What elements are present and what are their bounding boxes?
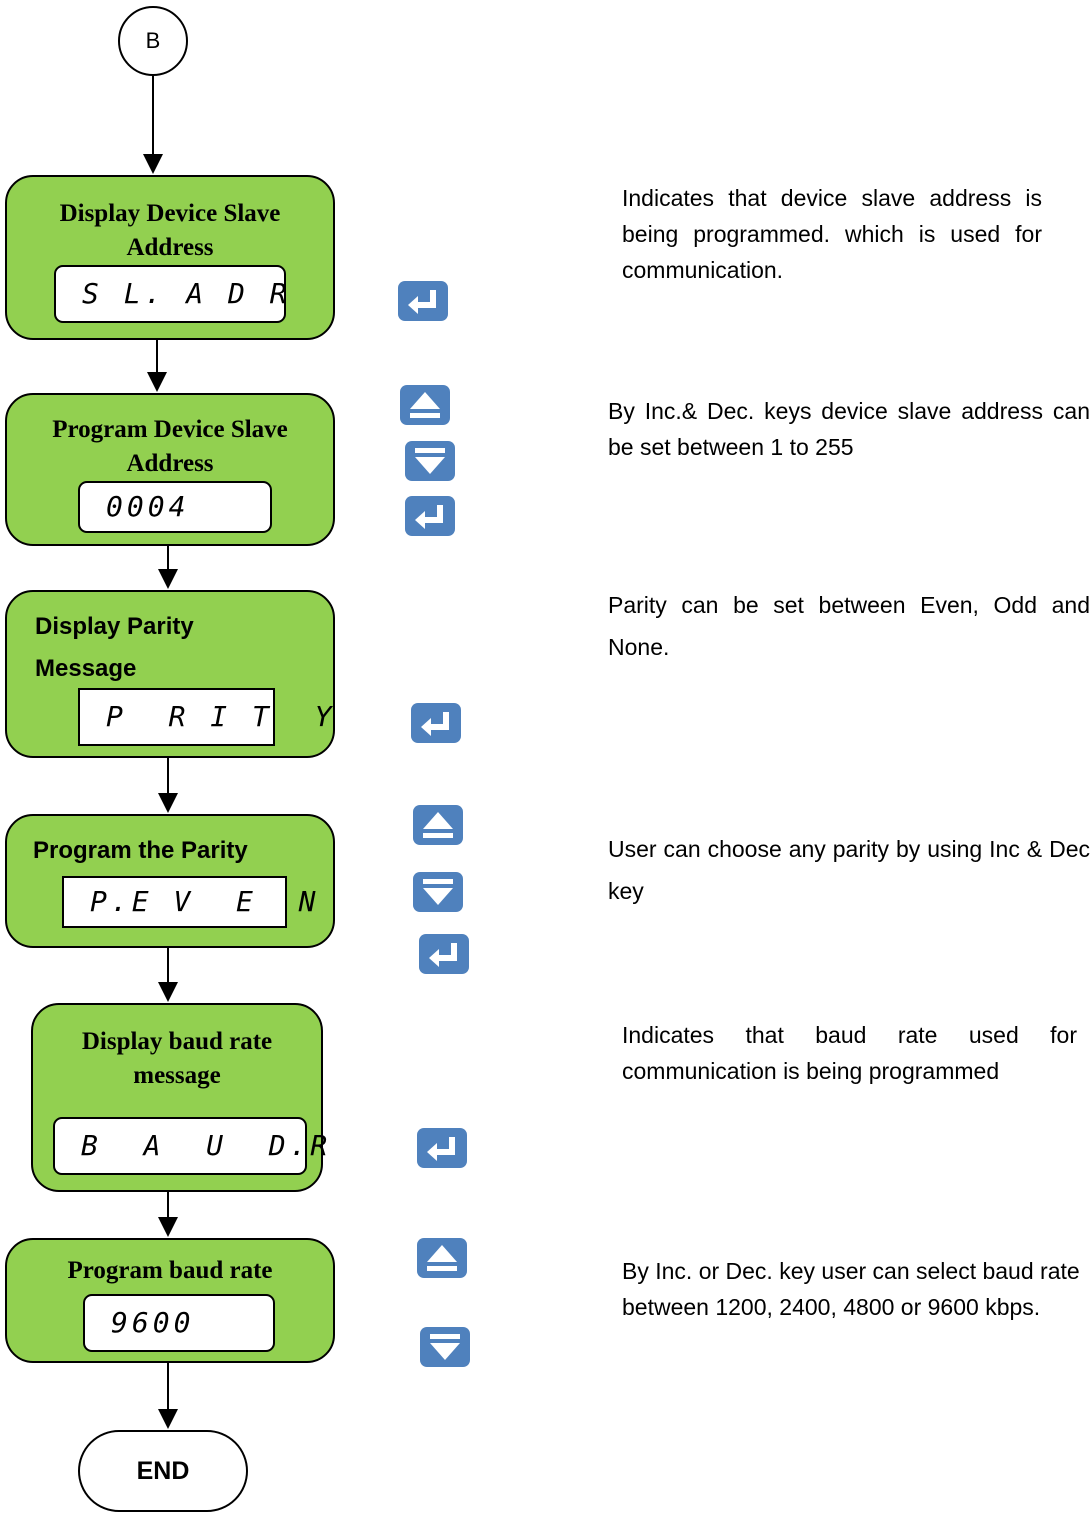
description-step-5: Indicates that baud rate used for commun… xyxy=(622,1022,1077,1084)
step-display-baud-rate-message: Display baud rate message B A U D.R xyxy=(31,1003,327,1192)
step-title: Display baud rate message xyxy=(81,1028,273,1089)
display-readout: B A U D.R xyxy=(53,1117,327,1175)
description-step-3: Parity can be set between Even, Odd and … xyxy=(608,592,1090,660)
end-terminal: END xyxy=(78,1430,248,1512)
step-program-baud-rate: Program baud rate 9600 xyxy=(5,1238,335,1363)
step-program-parity: Program the Parity P.E V E N xyxy=(5,814,335,948)
description-step-6: By Inc. or Dec. key user can select baud… xyxy=(622,1258,1080,1320)
display-readout: 9600 xyxy=(83,1294,275,1352)
step-program-slave-address: Program Device Slave Address 0004 xyxy=(5,393,335,546)
enter-icon xyxy=(405,496,455,536)
step-display-parity-message: Display Parity Message P R I T Y xyxy=(5,590,335,758)
enter-icon xyxy=(419,934,469,974)
step-title: Program baud rate xyxy=(67,1257,273,1284)
connector-b: B xyxy=(118,6,188,76)
display-readout: P.E V E N xyxy=(62,876,315,928)
enter-icon xyxy=(411,703,461,743)
step-display-slave-address: Display Device Slave Address S L. A D R xyxy=(5,175,335,340)
display-readout: S L. A D R xyxy=(54,265,287,323)
down-arrow-icon xyxy=(405,441,455,481)
up-arrow-icon xyxy=(417,1238,467,1278)
description-step-1: Indicates that device slave address is b… xyxy=(622,185,1042,283)
step-title: Display Parity Message xyxy=(35,613,194,682)
description-step-2: By Inc.& Dec. keys device slave address … xyxy=(608,398,1090,460)
step-title: Program the Parity xyxy=(33,837,248,864)
enter-icon xyxy=(398,281,448,321)
display-readout: P R I T Y xyxy=(78,688,331,746)
down-arrow-icon xyxy=(413,872,463,912)
up-arrow-icon xyxy=(400,385,450,425)
description-step-4: User can choose any parity by using Inc … xyxy=(608,836,1090,904)
up-arrow-icon xyxy=(413,805,463,845)
step-title: Display Device Slave Address xyxy=(59,200,281,261)
display-readout: 0004 xyxy=(78,481,272,533)
enter-icon xyxy=(417,1128,467,1168)
down-arrow-icon xyxy=(420,1327,470,1367)
step-title: Program Device Slave Address xyxy=(52,416,288,477)
